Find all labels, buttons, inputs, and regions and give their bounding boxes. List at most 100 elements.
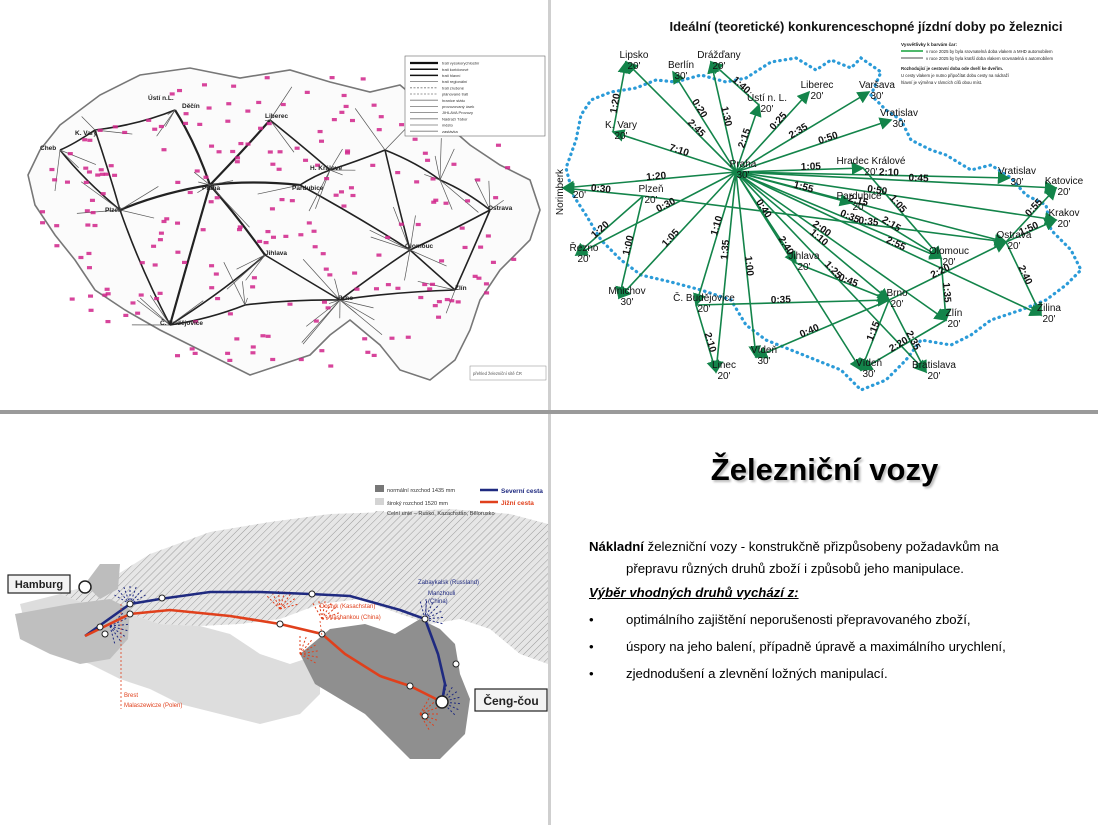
travel-arrow <box>624 60 737 173</box>
station-marker <box>320 252 326 256</box>
city-wait: 20' <box>890 299 903 310</box>
rail-line <box>209 119 271 186</box>
travel-arrow <box>611 129 737 173</box>
intro-rest: železniční vozy - konstrukčně přizpůsobe… <box>643 539 999 554</box>
rail-network-map-panel: Děčín Liberec Praha Plzeň Cheb Č. Budějo… <box>0 0 548 410</box>
slide-title: Železniční vozy <box>710 452 939 487</box>
intro-paragraph: Nákladní železniční vozy - konstrukčně p… <box>589 536 1089 558</box>
station-marker <box>209 144 215 148</box>
city-label-jihlava: Jihlava <box>265 250 287 257</box>
bullet-text: úspory na jeho balení, případně úpravě a… <box>626 639 1006 654</box>
station-marker <box>465 199 471 203</box>
hub-ray <box>299 635 308 655</box>
city-name: Varšava <box>859 80 895 91</box>
station-marker <box>427 287 433 291</box>
travel-arrow <box>707 60 737 173</box>
station-marker <box>422 151 428 155</box>
city-name: K. Vary <box>605 120 637 131</box>
station-marker <box>405 335 411 339</box>
rail-line <box>409 209 491 251</box>
station-marker <box>104 287 110 291</box>
station-marker <box>200 228 206 232</box>
station-marker <box>289 199 295 203</box>
city-name: Řezno <box>570 241 599 254</box>
regional-line <box>339 299 383 336</box>
station-marker <box>378 115 384 119</box>
station-marker <box>327 273 333 277</box>
station-marker <box>193 320 199 324</box>
hub-ray <box>424 604 440 620</box>
legend-customs-union: Celní unie – Rusko, Kazachstán, Bělorusk… <box>387 511 495 517</box>
hub-ray <box>299 643 318 655</box>
station-marker <box>341 204 347 208</box>
station-marker <box>349 118 355 123</box>
hub-ray <box>321 605 338 620</box>
hub-ray <box>299 653 320 658</box>
station-marker <box>263 241 269 245</box>
station-marker <box>250 285 256 289</box>
hub-ray <box>279 592 292 610</box>
station-marker <box>269 207 275 211</box>
station-marker <box>415 222 421 227</box>
station-marker <box>475 178 481 182</box>
rail-line <box>169 304 246 326</box>
regional-line <box>245 254 266 281</box>
station-marker <box>108 164 114 168</box>
station-marker <box>443 201 449 205</box>
city-name: Pardubice <box>836 191 881 202</box>
station-marker <box>459 226 465 230</box>
station-marker <box>192 351 198 355</box>
station-marker <box>245 142 251 146</box>
hub-ray <box>299 638 314 655</box>
station-marker <box>231 84 237 88</box>
regional-line <box>339 299 375 321</box>
city-label-kvary: K. Vary <box>75 130 97 137</box>
station-marker <box>476 276 482 280</box>
station-marker <box>344 151 350 155</box>
hub-ray <box>419 700 436 715</box>
route-hub-rays <box>109 584 462 732</box>
rail-legend-label: provozovaný úsek <box>442 104 474 109</box>
station-marker <box>54 244 60 248</box>
horizontal-divider <box>0 410 1098 414</box>
city-wait: 20' <box>697 304 710 315</box>
station-marker <box>331 118 337 122</box>
station-marker <box>430 282 436 286</box>
hub-ray <box>109 625 122 643</box>
customs-union-area <box>60 509 548 664</box>
city-name: Brno <box>886 288 908 299</box>
regional-line <box>242 281 246 306</box>
station-marker <box>418 295 424 300</box>
station-marker <box>430 177 436 181</box>
rail-legend-label: trati regionální <box>442 79 468 84</box>
station-marker <box>40 210 46 214</box>
travel-time-label: 0:55 <box>1023 197 1045 219</box>
regional-line <box>81 116 96 131</box>
rail-legend-label: zastávka <box>442 129 459 134</box>
regional-line <box>54 149 61 192</box>
station-marker <box>175 354 181 358</box>
city-wait: 20' <box>614 131 627 142</box>
travel-time-label: 0:50 <box>817 130 840 147</box>
rail-line <box>59 149 121 211</box>
regional-line <box>370 236 411 251</box>
tt-legend-line-1: v roce 2025 by byla kratší doba vlakem s… <box>926 56 1053 61</box>
station-marker <box>158 124 164 129</box>
city-wait: 20' <box>760 104 773 115</box>
station-marker <box>146 118 152 122</box>
station-marker <box>376 128 382 132</box>
station-marker <box>311 229 317 233</box>
station-marker <box>280 102 286 107</box>
station-marker <box>175 250 181 254</box>
travel-arrow <box>561 171 737 194</box>
hub-ray <box>424 599 428 620</box>
rail-line <box>384 149 441 181</box>
intro-line-2: přepravu různých druhů zboží i způsobů j… <box>626 561 964 576</box>
regional-line <box>223 262 246 306</box>
hub-ray <box>441 701 457 717</box>
travel-arrow <box>859 299 890 372</box>
station-marker <box>95 173 101 177</box>
station-marker <box>236 227 242 232</box>
silk-road-map: normální rozchod 1435 mm široký rozchod … <box>0 485 548 759</box>
hub-ray <box>419 599 426 620</box>
